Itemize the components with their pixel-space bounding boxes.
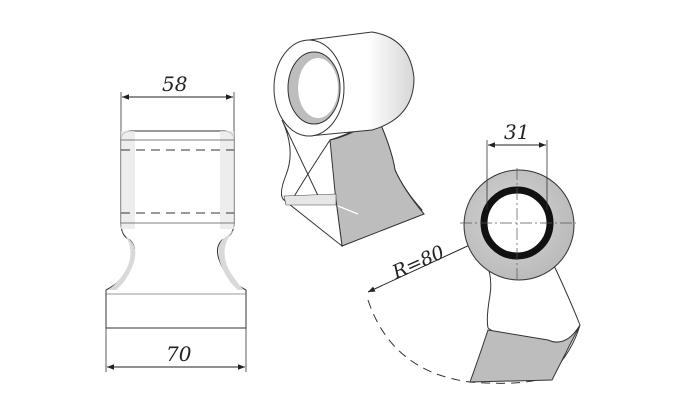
top-width-label: 58 — [162, 72, 187, 96]
radius-arc — [367, 299, 546, 384]
side-blade-face — [469, 324, 581, 383]
front-barrel-shade-right — [220, 131, 234, 229]
iso-blade-bottom — [282, 199, 343, 248]
front-barrel-shade — [121, 131, 135, 229]
front-neck-shade-left — [108, 230, 136, 290]
side-view: R=80 31 — [367, 120, 581, 384]
iso-blade-face — [329, 117, 425, 247]
hole-diameter-label: 31 — [504, 120, 529, 144]
iso-blade-edge — [337, 205, 359, 215]
front-neck-shade-right — [218, 230, 244, 290]
isometric-view — [273, 31, 425, 248]
bottom-width-label: 70 — [166, 342, 192, 366]
iso-blade-ledge — [283, 193, 337, 206]
iso-cylinder-bore-inner — [298, 58, 338, 118]
front-view: 58 70 — [105, 72, 247, 372]
radius-label: R=80 — [388, 241, 448, 284]
